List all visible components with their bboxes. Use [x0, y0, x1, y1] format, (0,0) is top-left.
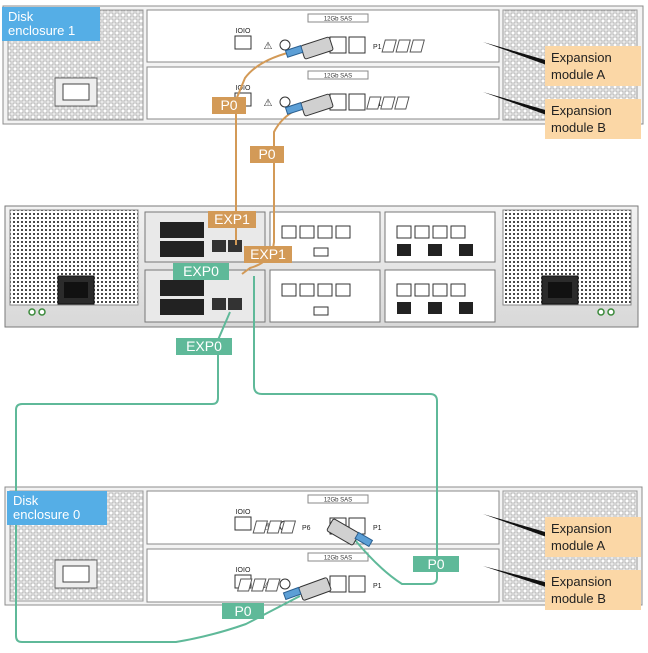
cable-connector	[284, 93, 334, 117]
callout-line: module A	[551, 67, 606, 82]
callout-expansion-module-b: Expansion module B	[545, 99, 641, 139]
interface-module	[269, 269, 381, 323]
warning-icon: ⚠	[264, 522, 273, 533]
callout-line: module B	[551, 120, 606, 135]
callout-expansion-module-b: Expansion module B	[545, 570, 641, 610]
cable-connector	[282, 577, 332, 601]
exp1-port	[212, 298, 226, 310]
exp0-port	[228, 298, 242, 310]
ethernet-port	[234, 35, 252, 50]
port-p1-label: P1	[373, 525, 382, 532]
led-panel	[252, 520, 297, 534]
callout-line: Expansion	[551, 50, 612, 65]
green-cable-2	[253, 276, 438, 585]
sas-port-p1	[348, 36, 366, 54]
orange-p0-tag: P0	[250, 146, 284, 163]
enclosure-label-line: Disk	[8, 9, 34, 24]
interface-module	[384, 269, 496, 323]
sas-module-label: 12Gb SAS	[324, 556, 352, 562]
sas-module-label: 12Gb SAS	[324, 17, 352, 23]
io-port-label: IOIO	[236, 85, 251, 92]
expansion-module-b: 12Gb SAS IOIO ⚠ P1	[146, 66, 500, 120]
callout-expansion-module-a: Expansion module A	[545, 517, 641, 557]
orange-p0-tag: P0	[212, 97, 246, 114]
callout-expansion-module-a: Expansion module A	[545, 46, 641, 86]
disk-enclosure-0-label: Disk enclosure 0	[7, 491, 107, 525]
led-panel	[237, 578, 281, 592]
interface-module	[384, 211, 496, 263]
cable-connector	[284, 36, 334, 60]
led-panel	[366, 96, 410, 110]
green-exp0-tag: EXP0	[173, 263, 229, 280]
io-port-label: IOIO	[236, 509, 251, 516]
led-panel	[381, 39, 425, 53]
orange-exp1-tag: EXP1	[244, 246, 292, 263]
green-p0-tag: P0	[413, 556, 459, 572]
disk-enclosure-1-label: Disk enclosure 1	[2, 7, 100, 41]
green-exp0-tag: EXP0	[176, 338, 232, 355]
orange-exp1-tag: EXP1	[208, 211, 256, 228]
callout-pointer	[483, 42, 552, 589]
sas-module-label: 12Gb SAS	[324, 74, 352, 80]
cable-connector	[326, 518, 374, 548]
port-p6-label: P6	[302, 525, 311, 532]
controller-b	[144, 269, 266, 323]
callout-line: module A	[551, 538, 606, 553]
ethernet-port	[234, 516, 252, 531]
green-p0-tag: P0	[222, 603, 264, 619]
exp1-port	[212, 240, 226, 252]
interface-module	[269, 211, 381, 263]
warning-icon: ⚠	[264, 41, 273, 52]
expansion-module-a: 12Gb SAS IOIO ⚠ P6 P1	[146, 490, 500, 545]
controller-enclosure	[4, 205, 639, 328]
ground-icon	[279, 578, 291, 590]
warning-icon: ⚠	[264, 98, 273, 109]
enclosure-label-line: enclosure 0	[13, 507, 81, 522]
exp0-port	[228, 240, 242, 252]
callout-line: Expansion	[551, 103, 612, 118]
expansion-module-a: 12Gb SAS IOIO ⚠ P1	[146, 9, 500, 63]
io-port-label: IOIO	[236, 28, 251, 35]
sas-port-p1	[348, 575, 366, 593]
io-port-label: IOIO	[236, 567, 251, 574]
callout-line: Expansion	[551, 574, 612, 589]
ground-icon	[279, 96, 291, 108]
enclosure-label-line: enclosure 1	[8, 23, 76, 38]
port-p1-label: P1	[373, 583, 382, 590]
port-p1-label: P1	[373, 44, 382, 51]
enclosure-label-line: Disk	[13, 493, 39, 508]
sas-module-label: 12Gb SAS	[324, 498, 352, 504]
ground-icon	[279, 39, 291, 51]
callout-line: module B	[551, 591, 606, 606]
callout-line: Expansion	[551, 521, 612, 536]
sas-port-p1	[348, 93, 366, 111]
sas-port-p0	[329, 575, 347, 593]
